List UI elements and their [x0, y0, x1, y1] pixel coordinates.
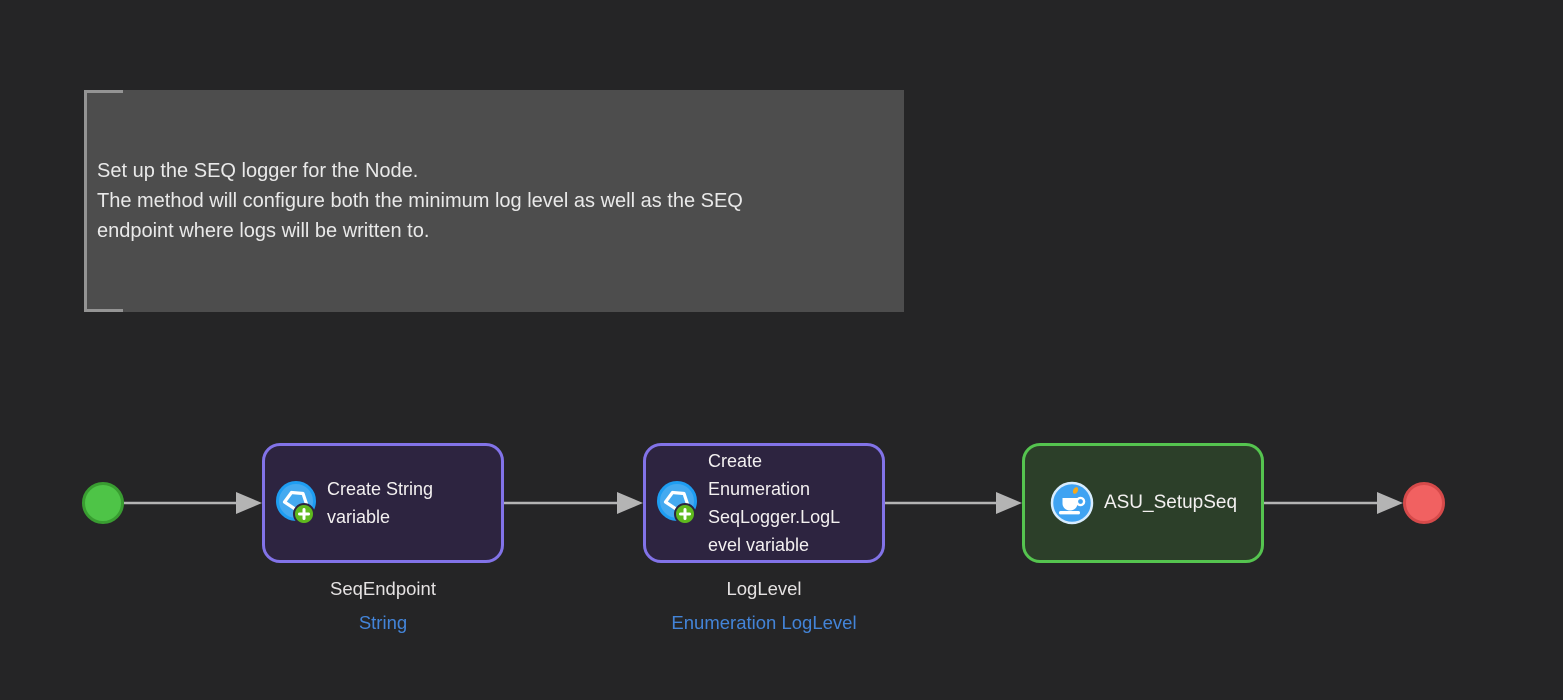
node-title-line: variable	[327, 507, 391, 527]
node-create-enumeration-variable[interactable]: Create Enumeration SeqLogger.LogL evel v…	[643, 443, 885, 563]
node-create-string-variable[interactable]: Create String variable	[262, 443, 504, 563]
node-title-line: Create String	[327, 479, 434, 499]
connector-setupseq-to-end[interactable]	[1263, 492, 1403, 514]
arrowhead-icon	[1377, 492, 1403, 514]
create-variable-icon	[276, 481, 316, 525]
node-title-line: Create	[708, 451, 763, 471]
node-title-line: ASU_SetupSeq	[1103, 492, 1238, 513]
node-title-line: evel variable	[708, 535, 810, 555]
variable-type-link[interactable]: Enumeration LogLevel	[671, 612, 857, 633]
node-title: ASU_SetupSeq	[1104, 489, 1237, 517]
create-variable-icon	[657, 481, 697, 525]
node-title-line: Enumeration	[708, 479, 811, 499]
node-content: Create String variable	[265, 475, 433, 531]
variable-name-label: LogLevel	[726, 578, 802, 599]
connector-create-enum-to-setupseq[interactable]	[885, 492, 1022, 514]
variable-name-label: SeqEndpoint	[330, 578, 436, 599]
node-content: Create Enumeration SeqLogger.LogL evel v…	[646, 447, 840, 559]
start-node[interactable]	[82, 482, 124, 524]
method-icon	[1050, 481, 1094, 525]
variable-type-link[interactable]: String	[358, 612, 408, 633]
end-node[interactable]	[1403, 482, 1445, 524]
node-title-line: SeqLogger.LogL	[708, 507, 841, 527]
connector-start-to-create-string[interactable]	[124, 492, 262, 514]
comment-text-line: endpoint where logs will be written to.	[97, 220, 430, 242]
comment-text: Set up the SEQ logger for the Node. The …	[84, 156, 904, 246]
arrowhead-icon	[236, 492, 262, 514]
connector-create-string-to-create-enum[interactable]	[504, 492, 643, 514]
comment-annotation[interactable]: Set up the SEQ logger for the Node. The …	[84, 90, 904, 312]
arrowhead-icon	[617, 492, 643, 514]
node-title: Create String variable	[327, 475, 433, 531]
comment-text-line: Set up the SEQ logger for the Node.	[97, 160, 419, 182]
comment-text-line: The method will configure both the minim…	[97, 190, 743, 212]
node-content: ASU_SetupSeq	[1025, 480, 1261, 526]
arrowhead-icon	[996, 492, 1022, 514]
node-asu-setupseq[interactable]: ASU_SetupSeq	[1022, 443, 1264, 563]
node-title: Create Enumeration SeqLogger.LogL evel v…	[708, 447, 840, 559]
